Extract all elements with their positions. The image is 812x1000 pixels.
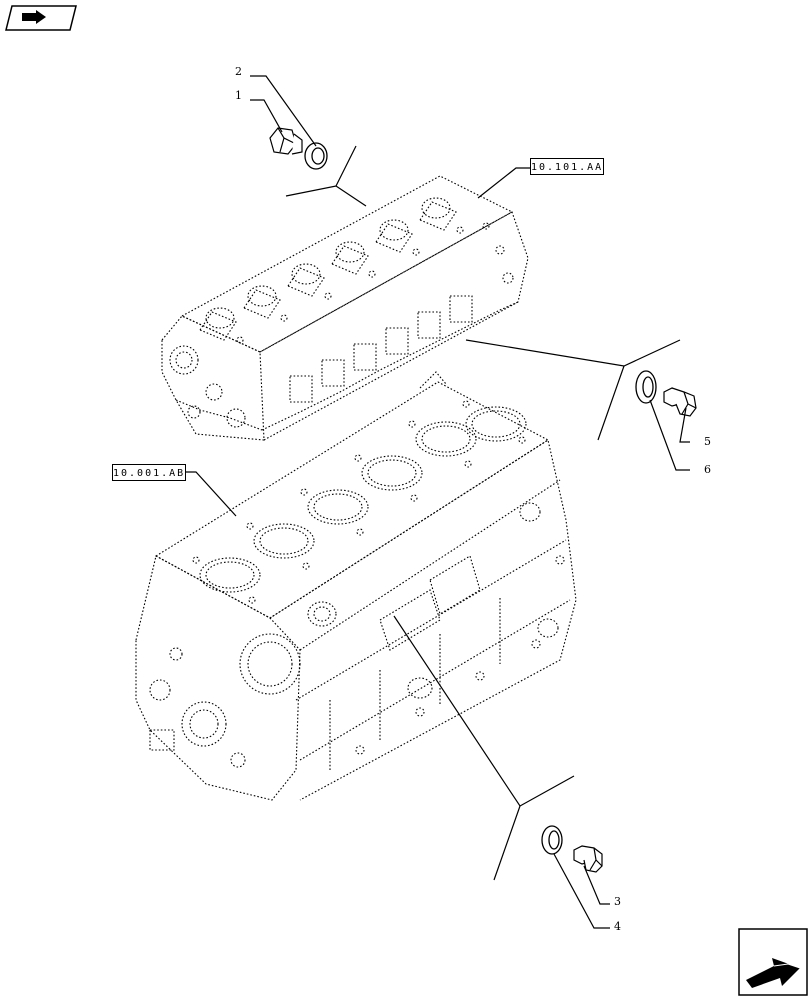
folder-arrow-icon[interactable] (4, 4, 78, 32)
reference-box-cylinder-head[interactable]: 10.101.AA (530, 158, 604, 175)
plug-5-illustration (663, 387, 697, 417)
washer-2-illustration (304, 142, 328, 170)
callout-2: 2 (235, 65, 242, 78)
washer-6-illustration (635, 370, 657, 404)
reference-box-engine-block[interactable]: 10.001.AB (112, 464, 186, 481)
leader-lines (186, 75, 690, 929)
engine-block-illustration (135, 371, 577, 801)
plug-3-illustration (573, 845, 603, 873)
callout-4: 4 (614, 920, 621, 933)
callout-3: 3 (614, 895, 621, 908)
washer-4-illustration (541, 825, 563, 855)
callout-6: 6 (704, 463, 711, 476)
plug-1-illustration (269, 127, 303, 155)
callout-5: 5 (704, 435, 711, 448)
cylinder-head-illustration (161, 175, 529, 441)
callout-1: 1 (235, 89, 242, 102)
next-page-arrow-icon[interactable] (738, 928, 808, 996)
